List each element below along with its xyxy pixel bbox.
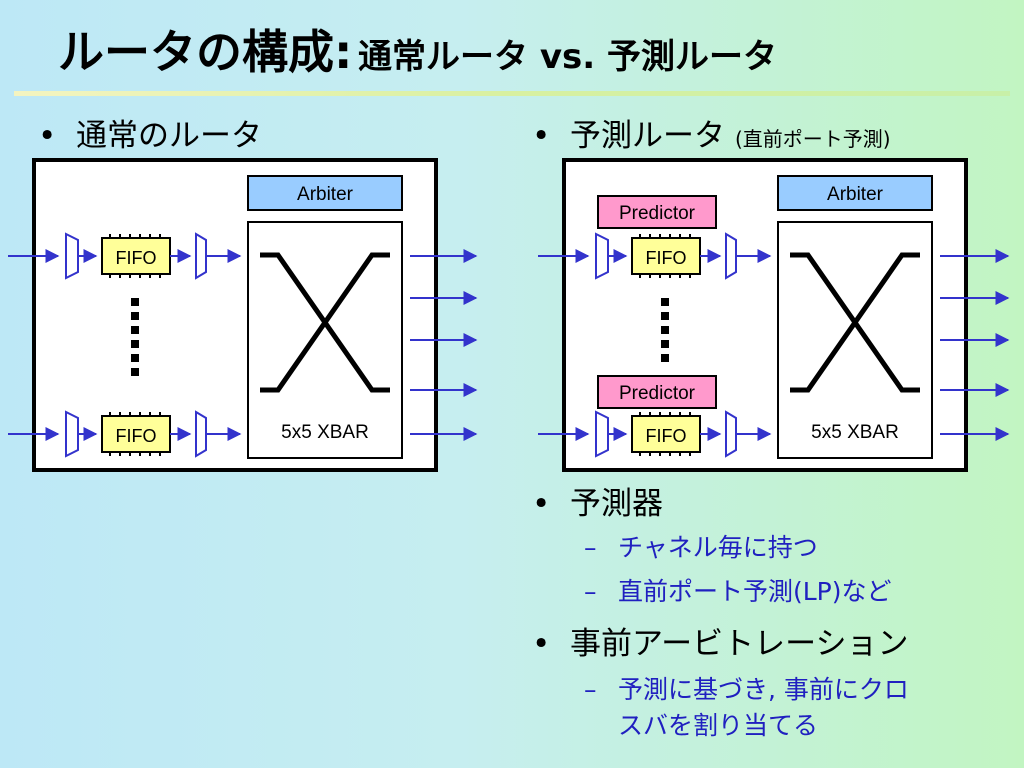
- bullet-predictive-router-note: (直前ポート予測): [735, 127, 891, 151]
- fifo-buffer: FIFO: [101, 234, 171, 278]
- predictor-box: [597, 195, 717, 229]
- fifo-buffer: FIFO: [631, 412, 701, 456]
- sub-item-pre-allocation-text: 予測に基づき, 事前にクロ: [618, 675, 909, 704]
- mux: [195, 410, 207, 458]
- normal-router: Arbiter 5x5 XBAR FIFO FIF: [8, 158, 478, 472]
- bullet-pre-arbitration-text: 事前アービトレーション: [570, 626, 909, 662]
- crossbar-box: [777, 221, 933, 459]
- arbiter-label: Arbiter: [297, 184, 354, 205]
- bullet-predictive-router-text: 予測ルータ: [570, 118, 725, 154]
- demux: [595, 232, 609, 280]
- bullet-predictor: • 予測器: [532, 478, 663, 523]
- bullet-dot: •: [532, 626, 551, 662]
- output-arrows: [940, 249, 1010, 441]
- slide-title: ルータの構成: 通常ルータ vs. 予測ルータ: [58, 16, 777, 82]
- sub-item-per-channel: –チャネル毎に持つ: [584, 528, 818, 564]
- bullet-dot: •: [38, 118, 57, 154]
- bullet-dot: •: [532, 486, 551, 522]
- sub-item-pre-allocation: –予測に基づき, 事前にクロ: [584, 670, 909, 706]
- sub-item-pre-allocation-cont-text: スバを割り当てる: [618, 711, 819, 740]
- vertical-ellipsis: [661, 298, 669, 362]
- mux: [195, 232, 207, 280]
- sub-item-lp: –直前ポート予測(LP)など: [584, 572, 892, 608]
- bullet-dot: •: [532, 118, 551, 154]
- bullet-normal-router-text: 通常のルータ: [76, 118, 262, 154]
- predictive-router: Arbiter 5x5 XBAR Predictor FIFO Predicto…: [538, 158, 1010, 472]
- predictor-box: [597, 375, 717, 409]
- fifo-label: FIFO: [646, 426, 687, 446]
- arbiter-label: Arbiter: [827, 184, 884, 205]
- sub-item-per-channel-text: チャネル毎に持つ: [618, 533, 818, 562]
- arbiter-box: [247, 175, 403, 211]
- crossbar-symbol: [790, 252, 920, 393]
- fifo-label: FIFO: [116, 426, 157, 446]
- sub-dash: –: [584, 533, 597, 562]
- arbiter-box: [777, 175, 933, 211]
- fifo-label: FIFO: [646, 248, 687, 268]
- predictor-label: Predictor: [619, 383, 696, 404]
- mux: [725, 232, 737, 280]
- fifo-buffer: FIFO: [631, 234, 701, 278]
- demux: [65, 232, 79, 280]
- title-sub: 通常ルータ vs. 予測ルータ: [357, 37, 777, 77]
- output-arrows: [410, 249, 478, 441]
- bullet-normal-router: • 通常のルータ: [38, 110, 262, 155]
- crossbar-label: 5x5 XBAR: [281, 422, 369, 443]
- title-main: ルータの構成:: [58, 25, 353, 79]
- mux: [725, 410, 737, 458]
- bullet-pre-arbitration: • 事前アービトレーション: [532, 618, 909, 663]
- bullet-predictor-text: 予測器: [570, 486, 663, 522]
- sub-item-pre-allocation-cont: スバを割り当てる: [618, 706, 818, 742]
- fifo-buffer: FIFO: [101, 412, 171, 456]
- sub-item-lp-text: 直前ポート予測(LP)など: [618, 577, 892, 606]
- fifo-label: FIFO: [116, 248, 157, 268]
- predictor-label: Predictor: [619, 203, 696, 224]
- vertical-ellipsis: [131, 298, 139, 376]
- demux: [595, 410, 609, 458]
- sub-dash: –: [584, 577, 597, 606]
- sub-dash: –: [584, 675, 597, 704]
- crossbar-label: 5x5 XBAR: [811, 422, 899, 443]
- crossbar-box: [247, 221, 403, 459]
- crossbar-symbol: [260, 252, 390, 393]
- bullet-predictive-router: • 予測ルータ (直前ポート予測): [532, 110, 891, 155]
- title-underline: [14, 91, 1010, 96]
- demux: [65, 410, 79, 458]
